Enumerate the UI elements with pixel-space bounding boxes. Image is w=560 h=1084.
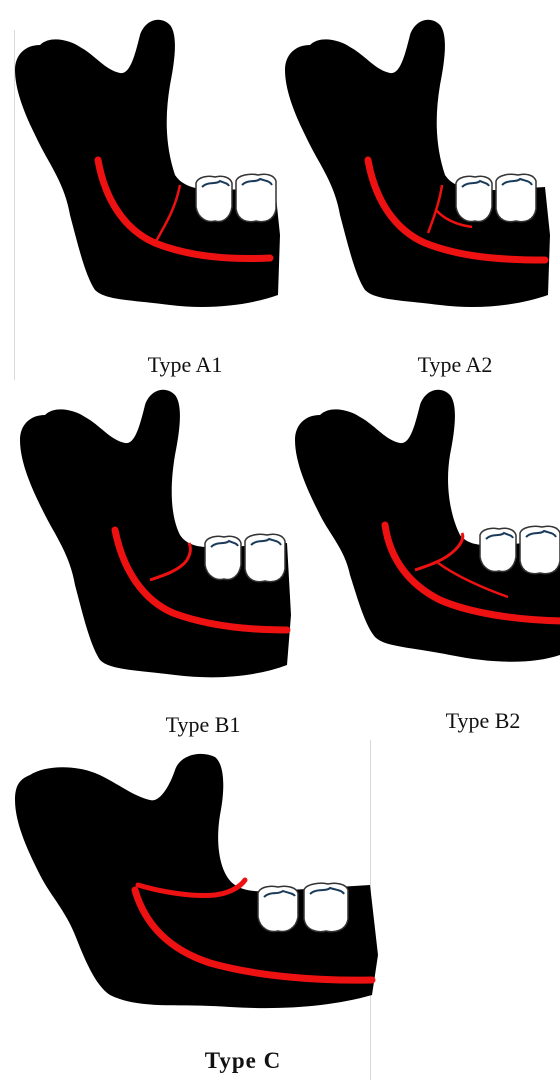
molar-tooth [236, 174, 276, 221]
jaw-diagram-b1 [15, 385, 295, 705]
molar-tooth [196, 176, 232, 221]
molar-tooth [205, 536, 241, 579]
mandible-shape [20, 390, 291, 678]
label-type-b2: Type B2 [428, 708, 538, 734]
label-type-c: Type C [188, 1048, 298, 1074]
molar-tooth [258, 886, 298, 931]
panel-type-b2 [290, 385, 560, 705]
label-type-a2: Type A2 [400, 352, 510, 378]
mandible-shape [285, 20, 550, 307]
molar-tooth [496, 174, 536, 221]
jaw-diagram-c [10, 745, 380, 1035]
jaw-diagram-a2 [280, 15, 560, 335]
panel-type-b1 [15, 385, 295, 705]
mandible-shape [15, 20, 280, 307]
molar-tooth [245, 534, 285, 581]
label-type-b1: Type B1 [148, 712, 258, 738]
molar-tooth [480, 528, 516, 571]
panel-type-c [10, 745, 380, 1035]
label-type-a1: Type A1 [130, 352, 240, 378]
mandible-shape [15, 754, 378, 1008]
panel-type-a1 [10, 15, 290, 335]
jaw-diagram-a1 [10, 15, 290, 335]
molar-tooth [520, 526, 560, 573]
jaw-diagram-b2 [290, 385, 560, 705]
panel-type-a2 [280, 15, 560, 335]
molar-tooth [304, 883, 348, 931]
molar-tooth [456, 176, 492, 221]
